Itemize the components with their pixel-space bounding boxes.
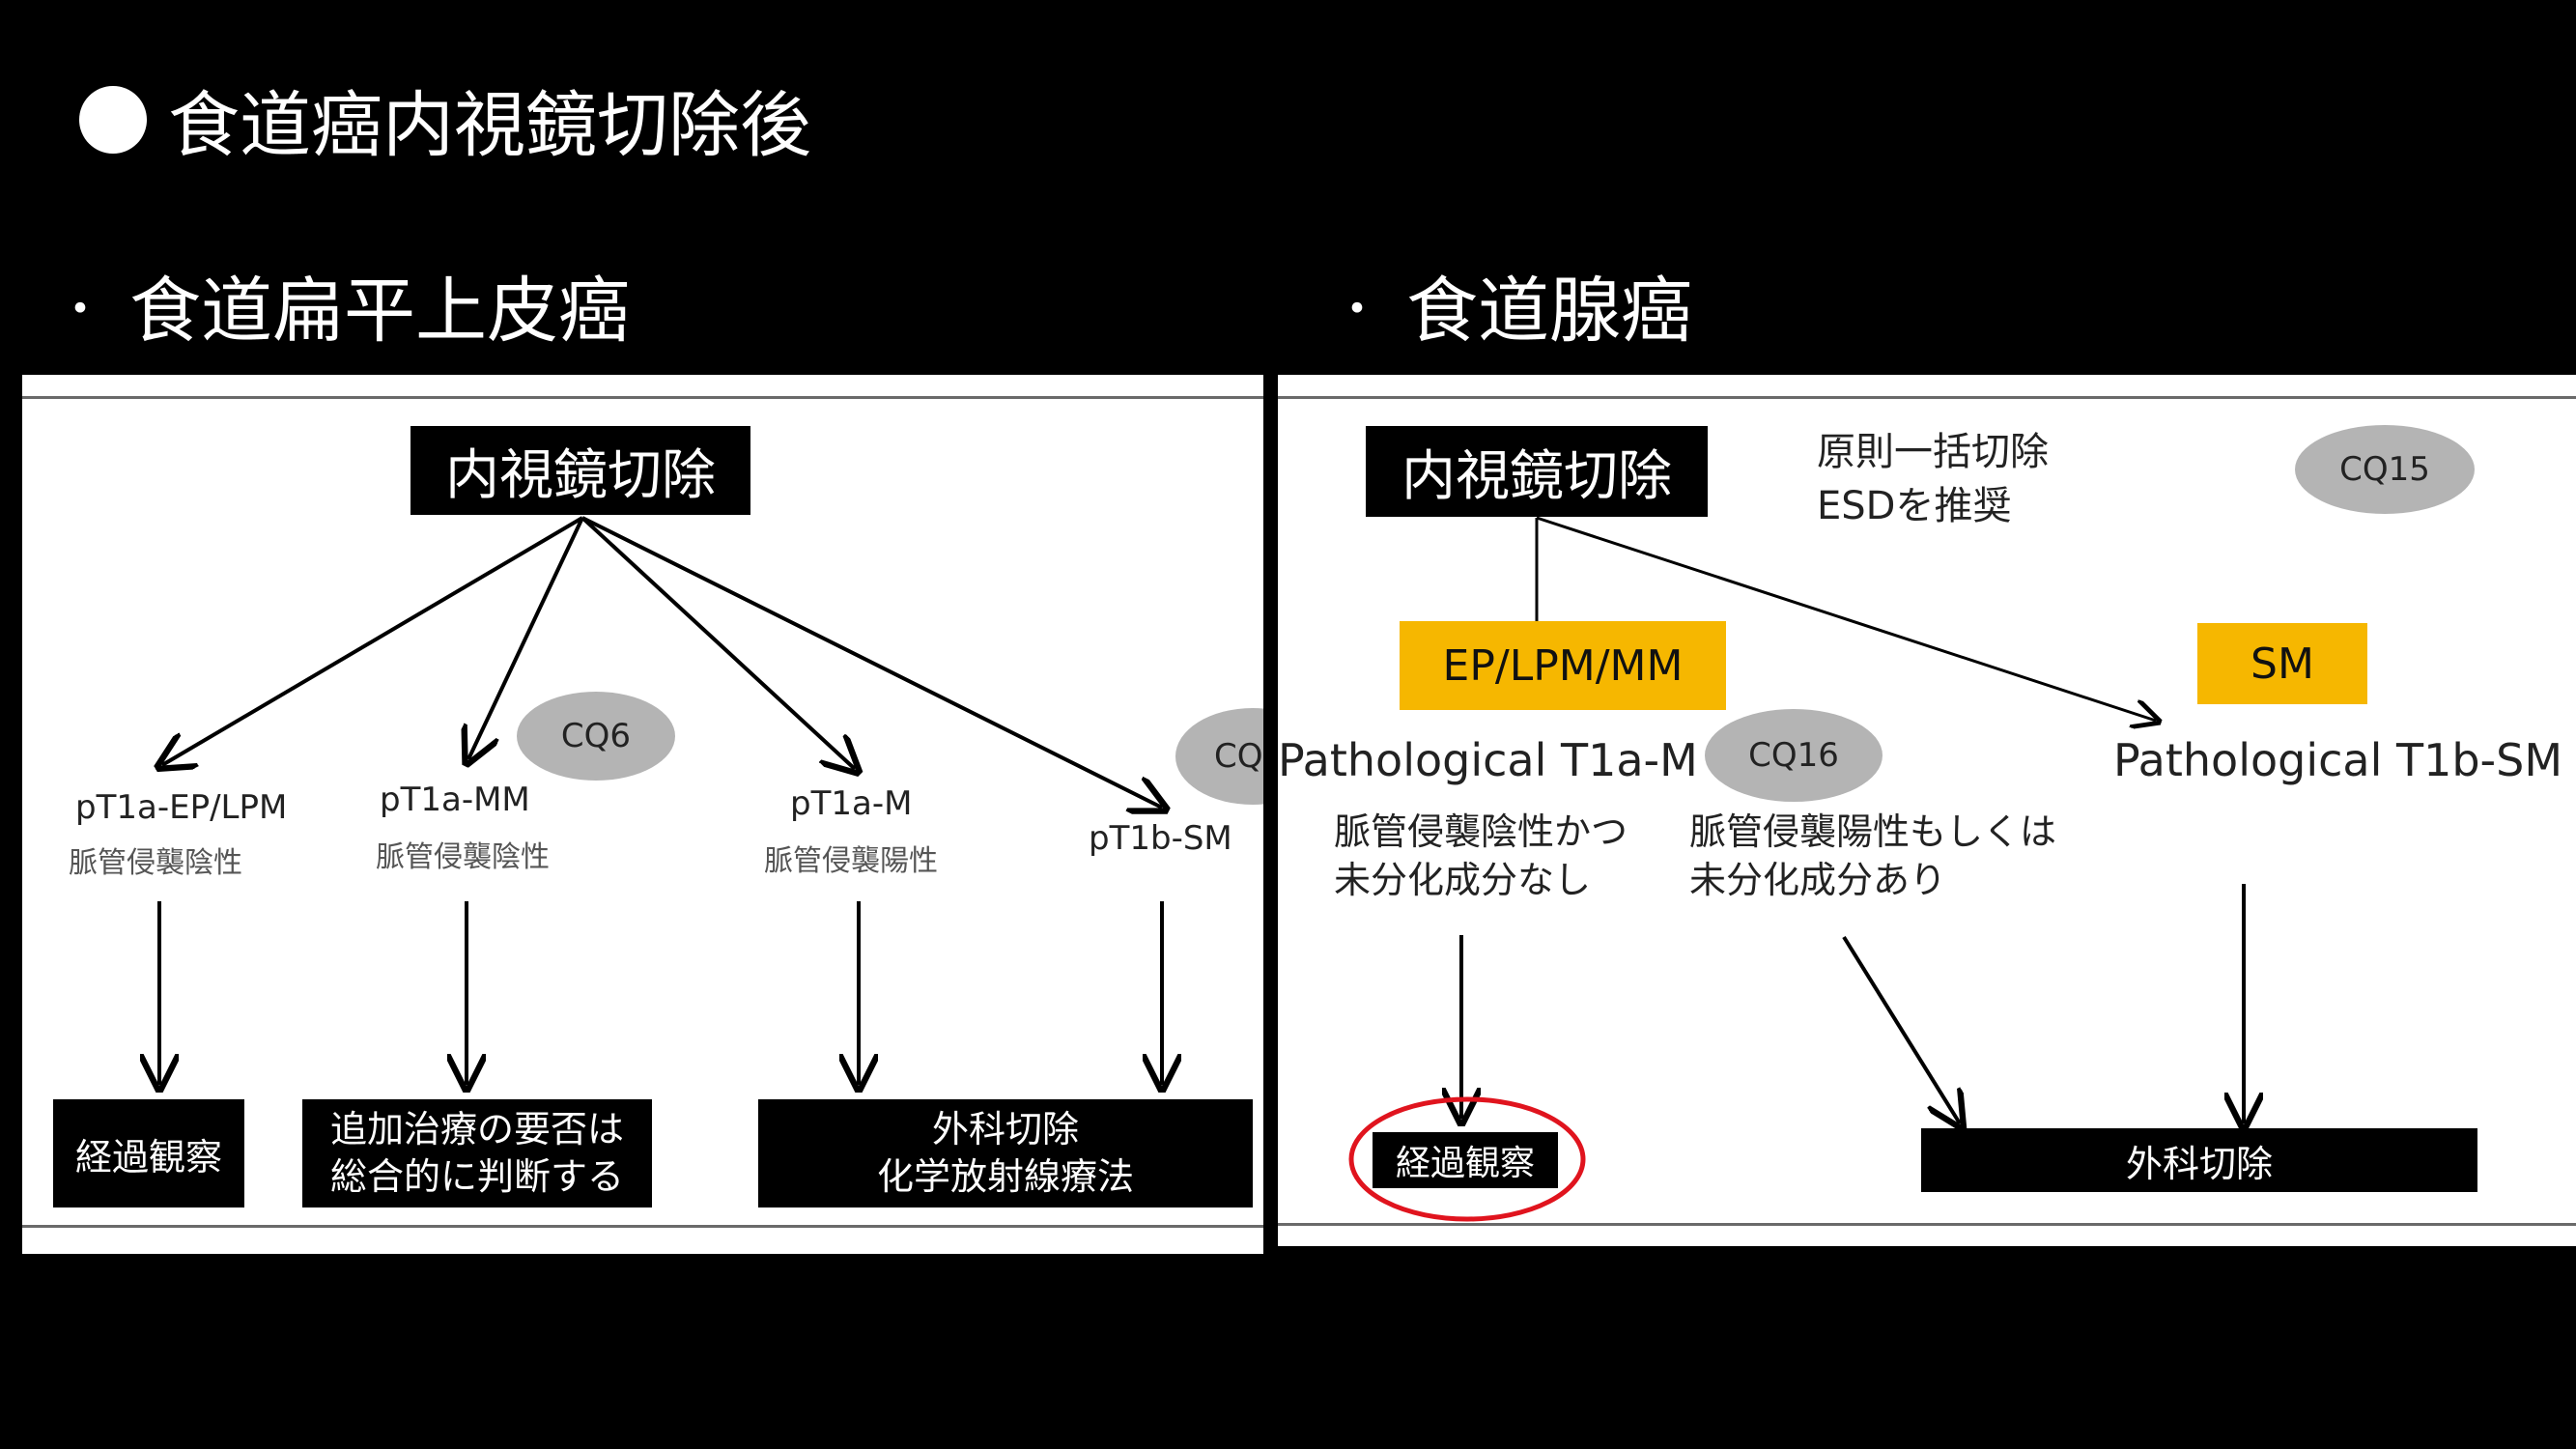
cond-neg-line-2: 未分化成分なし	[1334, 859, 1592, 901]
surgery-crt-box: 外科切除 化学放射線療法	[758, 1099, 1253, 1208]
node-mm-note: 脈管侵襲陰性	[376, 840, 550, 874]
surgery-line-1: 外科切除	[931, 1107, 1079, 1151]
cq6-badge: CQ6	[517, 692, 675, 781]
principle-line-2: ESDを推奨	[1817, 484, 2012, 528]
judge-line-2: 総合的に判断する	[329, 1155, 624, 1198]
condition-negative: 脈管侵襲陰性かつ 未分化成分なし	[1334, 808, 1628, 904]
node-m-stage: pT1a-M	[790, 784, 913, 823]
bullet-dot-icon: ・	[1333, 280, 1381, 337]
depth-sm-box: SM	[2197, 623, 2367, 704]
bottom-divider	[22, 1225, 1263, 1228]
slide-title-text: 食道癌内視鏡切除後	[168, 84, 811, 167]
observe-box: 経過観察	[53, 1099, 244, 1208]
right-section-heading: ・ 食道腺癌	[1333, 253, 1692, 356]
left-root-box: 内視鏡切除	[410, 426, 750, 515]
node-sm-stage: pT1b-SM	[1089, 819, 1232, 858]
top-divider	[1278, 396, 2576, 399]
right-observe-box: 経過観察	[1373, 1132, 1558, 1188]
judge-line-1: 追加治療の要否は	[329, 1107, 624, 1151]
right-heading-text: 食道腺癌	[1406, 270, 1692, 353]
top-divider	[22, 396, 1263, 399]
right-arrows	[1348, 516, 2576, 1222]
depth-ep-lpm-mm-box: EP/LPM/MM	[1400, 621, 1726, 710]
bottom-divider	[1278, 1223, 2576, 1226]
observe-highlight-circle	[1348, 1096, 1586, 1222]
cq16-badge: CQ16	[1705, 709, 1882, 802]
cond-pos-line-2: 未分化成分あり	[1689, 859, 1947, 901]
right-surgery-box: 外科切除	[1921, 1128, 2477, 1192]
arrow-to-mm	[468, 517, 584, 759]
cond-pos-line-1: 脈管侵襲陽性もしくは	[1689, 810, 2057, 853]
condition-positive: 脈管侵襲陽性もしくは 未分化成分あり	[1689, 808, 2056, 904]
slide-title: 食道癌内視鏡切除後	[79, 68, 811, 171]
left-arrows	[22, 516, 1263, 1254]
principle-line-1: 原則一括切除	[1817, 430, 2049, 474]
pathological-t1a-label: Pathological T1a-M	[1278, 734, 1698, 786]
bullet-circle-icon	[79, 85, 147, 154]
left-heading-text: 食道扁平上皮癌	[129, 270, 630, 353]
arrow-to-m	[580, 516, 855, 769]
node-ep-lpm-stage: pT1a-EP/LPM	[75, 788, 288, 827]
principle-note: 原則一括切除 ESDを推奨	[1817, 425, 2049, 533]
arrow-to-sm	[581, 516, 1162, 808]
surgery-line-2: 化学放射線療法	[876, 1155, 1134, 1198]
node-mm-stage: pT1a-MM	[380, 781, 530, 819]
node-m-note: 脈管侵襲陽性	[764, 844, 938, 878]
right-root-box: 内視鏡切除	[1366, 426, 1708, 517]
right-flowchart-panel: 内視鏡切除 原則一括切除 ESDを推奨 CQ15 EP/LPM/MM SM Pa…	[1278, 375, 2576, 1246]
arrow-to-t1b	[1536, 516, 2156, 721]
left-section-heading: ・ 食道扁平上皮癌	[56, 253, 630, 356]
arrow-pos-down	[1842, 935, 1960, 1123]
node-ep-lpm-note: 脈管侵襲陰性	[69, 846, 242, 880]
judge-box: 追加治療の要否は 総合的に判断する	[302, 1099, 652, 1208]
pathological-t1b-label: Pathological T1b-SM	[2113, 734, 2563, 786]
cond-neg-line-1: 脈管侵襲陰性かつ	[1334, 810, 1628, 853]
cq15-badge: CQ15	[2295, 425, 2475, 514]
bullet-dot-icon: ・	[56, 280, 104, 337]
arrow-to-ep-lpm	[162, 516, 584, 765]
left-flowchart-panel: 内視鏡切除 CQ6 CQ pT1a-EP/LPM 脈管侵襲陰性 pT1a-MM …	[22, 375, 1263, 1254]
